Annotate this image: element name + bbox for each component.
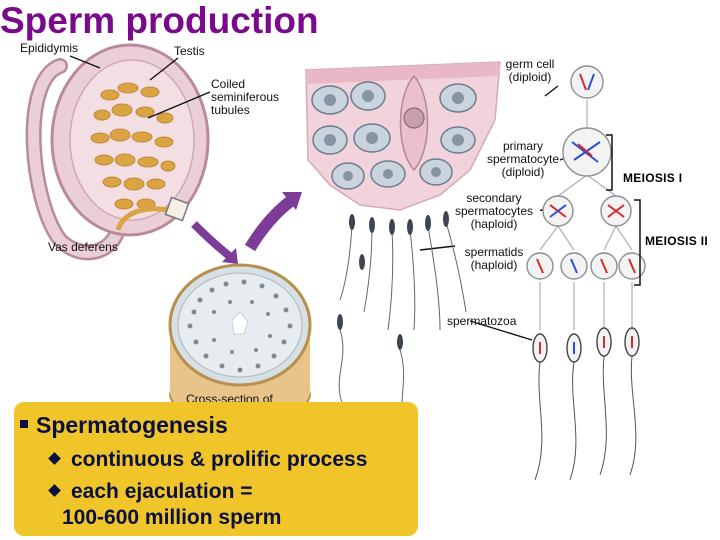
tubule-cross-section (168, 263, 312, 420)
label-tubules: Coiled seminiferous tubules (211, 78, 279, 117)
tubule-wall-zoom (305, 61, 501, 441)
label-secondary-spermatocytes: secondary spermatocytes (haploid) (446, 192, 542, 231)
label-vas-deferens: Vas deferens (48, 240, 118, 254)
label-primary-line2: spermatocyte (486, 152, 560, 166)
label-germ-cell-line2: (diploid) (508, 70, 552, 84)
callout-item: each ejaculation = (48, 480, 253, 504)
label-spermatozoa: spermatozoa (447, 314, 517, 328)
label-germ-cell-line1: germ cell (505, 57, 555, 71)
label-meiosis-2: MEIOSIS II (642, 233, 712, 249)
label-primary-line3: (diploid) (501, 165, 545, 179)
label-meiosis-1: MEIOSIS I (620, 170, 686, 186)
callout-item-text: each ejaculation = (71, 480, 253, 503)
label-secondary-line2: spermatocytes (454, 204, 534, 218)
label-testis: Testis (174, 44, 205, 58)
label-primary-line1: primary (502, 139, 543, 153)
page-title: Sperm production (0, 0, 319, 41)
callout-item-text: continuous & prolific process (71, 448, 368, 471)
label-secondary-line1: secondary (466, 191, 522, 205)
square-bullet-icon (20, 420, 28, 429)
callout-item-continuation: 100-600 million sperm (62, 506, 282, 529)
label-tubules-line1: Coiled (211, 77, 246, 91)
meiosis-pathway (526, 65, 646, 481)
label-tubules-line3: tubules (211, 103, 250, 117)
zoom-arrows (191, 192, 302, 264)
label-secondary-line3: (haploid) (470, 217, 518, 231)
label-primary-spermatocyte: primary spermatocyte (diploid) (478, 140, 568, 179)
label-tubules-line2: seminiferous (211, 90, 280, 104)
callout-heading-text: Spermatogenesis (36, 412, 228, 438)
spermatogenesis-callout: Spermatogenesis continuous & prolific pr… (14, 402, 418, 536)
label-spermatids-line1: spermatids (464, 245, 524, 259)
label-epididymis: Epididymis (20, 41, 79, 55)
diamond-bullet-icon (48, 484, 61, 498)
label-spermatids-line2: (haploid) (470, 258, 518, 272)
label-germ-cell: germ cell (diploid) (494, 58, 566, 84)
label-spermatids: spermatids (haploid) (456, 246, 532, 272)
callout-item: continuous & prolific process (48, 448, 368, 472)
testis-illustration (25, 43, 210, 261)
diamond-bullet-icon (48, 452, 61, 466)
callout-heading: Spermatogenesis (20, 412, 228, 439)
